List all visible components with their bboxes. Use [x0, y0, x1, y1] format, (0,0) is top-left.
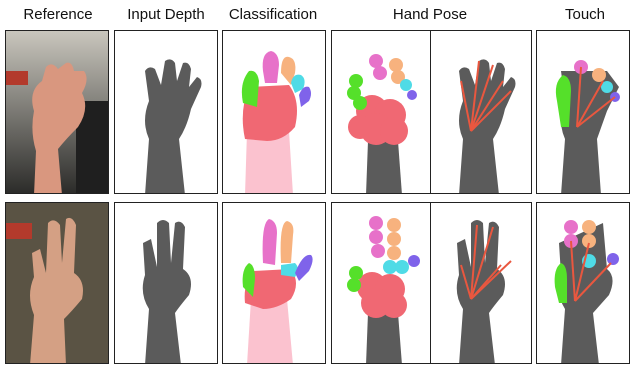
header-classification: Classification	[229, 6, 317, 23]
input-depth-row2	[114, 202, 218, 364]
classification-row2	[222, 202, 326, 364]
hand-pose-spheres-row1	[331, 30, 431, 194]
header-hand-pose: Hand Pose	[393, 6, 467, 23]
header-touch: Touch	[565, 6, 605, 23]
hand-pose-skeleton-row1	[430, 30, 532, 194]
header-input-depth: Input Depth	[127, 6, 205, 23]
reference-photo-row2	[5, 202, 109, 364]
reference-photo-row1	[5, 30, 109, 194]
touch-row1	[536, 30, 630, 194]
input-depth-row1	[114, 30, 218, 194]
touch-row2	[536, 202, 630, 364]
classification-row1	[222, 30, 326, 194]
hand-pose-skeleton-row2	[430, 202, 532, 364]
header-reference: Reference	[23, 6, 92, 23]
hand-pose-spheres-row2	[331, 202, 431, 364]
